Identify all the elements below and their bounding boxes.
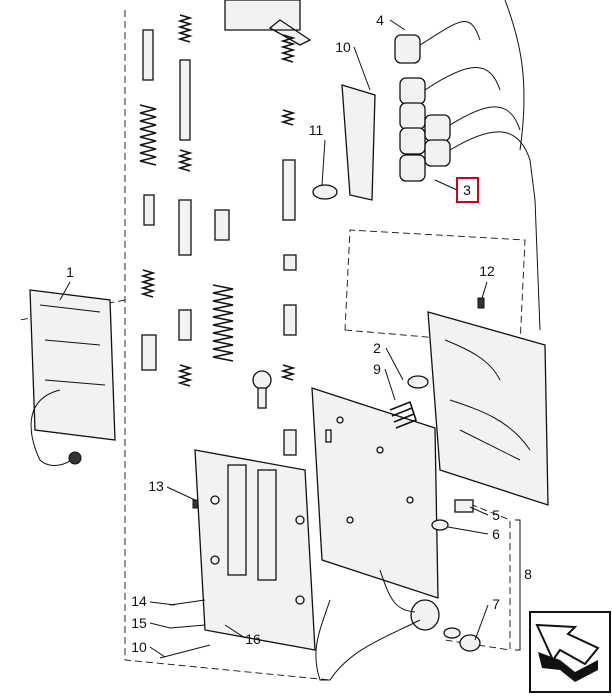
- callout-6: 6: [492, 526, 500, 542]
- callout-7: 7: [492, 596, 500, 612]
- callout-3: 3: [463, 182, 471, 198]
- callout-3-highlight-box: [456, 177, 479, 203]
- callout-8: 8: [524, 566, 532, 582]
- separator-plate: [311, 387, 439, 599]
- callout-16: 16: [245, 631, 261, 647]
- callout-13: 13: [148, 478, 164, 494]
- valve-body: [159, 449, 316, 659]
- callout-15: 15: [131, 615, 147, 631]
- callout-11: 11: [309, 122, 324, 138]
- callout-9: 9: [373, 361, 381, 377]
- solenoid-valves: [312, 0, 541, 331]
- top-bracket: [224, 0, 312, 46]
- callout-5: 5: [492, 507, 500, 523]
- callout-1: 1: [66, 264, 74, 280]
- callout-10-top: 10: [335, 39, 351, 55]
- hydraulic-control-body: [315, 297, 549, 681]
- callout-10-bottom: 10: [131, 639, 147, 655]
- callout-labels: 4 10 11 3 1 12 2 9 13 5 6 8 14 7 15 10 1…: [66, 12, 532, 655]
- callout-4: 4: [376, 12, 384, 28]
- callout-12: 12: [479, 263, 495, 279]
- leader-lines: [59, 19, 489, 658]
- callout-14: 14: [131, 593, 147, 609]
- valve-springs: [139, 14, 297, 456]
- arrow-back-icon[interactable]: [529, 611, 611, 693]
- callout-2: 2: [373, 340, 381, 356]
- electronic-module: [29, 289, 116, 466]
